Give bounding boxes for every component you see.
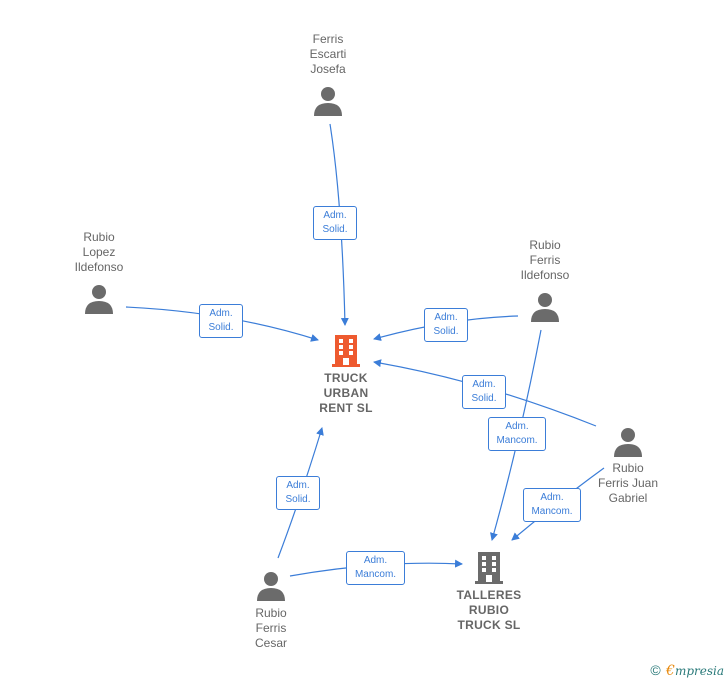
edge-label[interactable]: Adm. Mancom. [346, 551, 405, 585]
person-name: Ferris Escarti Josefa [309, 32, 347, 76]
person-icon [257, 572, 285, 601]
person-node-rubio-ferris-juan-gabriel[interactable]: Rubio Ferris Juan Gabriel [568, 426, 688, 506]
company-node-truck-urban-rent[interactable]: TRUCK URBAN RENT SL [286, 333, 406, 416]
brand-logo-text: mpresia [674, 664, 724, 678]
edge-label[interactable]: Adm. Solid. [462, 375, 506, 409]
person-name: Rubio Ferris Juan Gabriel [597, 461, 659, 505]
footer-brand: © €mpresia [650, 662, 724, 679]
edge-label[interactable]: Adm. Solid. [276, 476, 320, 510]
edge-label[interactable]: Adm. Mancom. [523, 488, 581, 522]
person-node-ferris-escarti-josefa[interactable]: Ferris Escarti Josefa [268, 32, 388, 117]
person-name: Rubio Ferris Ildefonso [520, 238, 570, 282]
person-name: Rubio Ferris Cesar [254, 606, 287, 650]
person-icon [85, 285, 113, 314]
company-node-talleres-rubio-truck[interactable]: TALLERES RUBIO TRUCK SL [429, 550, 549, 633]
edge-label[interactable]: Adm. Solid. [424, 308, 468, 342]
company-name: TRUCK URBAN RENT SL [319, 371, 373, 415]
person-node-rubio-ferris-cesar[interactable]: Rubio Ferris Cesar [211, 570, 331, 651]
edge-label[interactable]: Adm. Mancom. [488, 417, 546, 451]
building-icon [332, 335, 360, 367]
person-name: Rubio Lopez Ildefonso [74, 230, 124, 274]
person-node-rubio-lopez-ildefonso[interactable]: Rubio Lopez Ildefonso [39, 230, 159, 315]
edge-label[interactable]: Adm. Solid. [313, 206, 357, 240]
person-icon [614, 428, 642, 457]
copyright-icon: © [650, 662, 661, 678]
person-icon [314, 87, 342, 116]
company-name: TALLERES RUBIO TRUCK SL [456, 588, 522, 632]
person-node-rubio-ferris-ildefonso[interactable]: Rubio Ferris Ildefonso [485, 238, 605, 323]
person-icon [531, 293, 559, 322]
brand-logo-e: € [666, 663, 675, 679]
building-icon [475, 552, 503, 584]
edge-label[interactable]: Adm. Solid. [199, 304, 243, 338]
